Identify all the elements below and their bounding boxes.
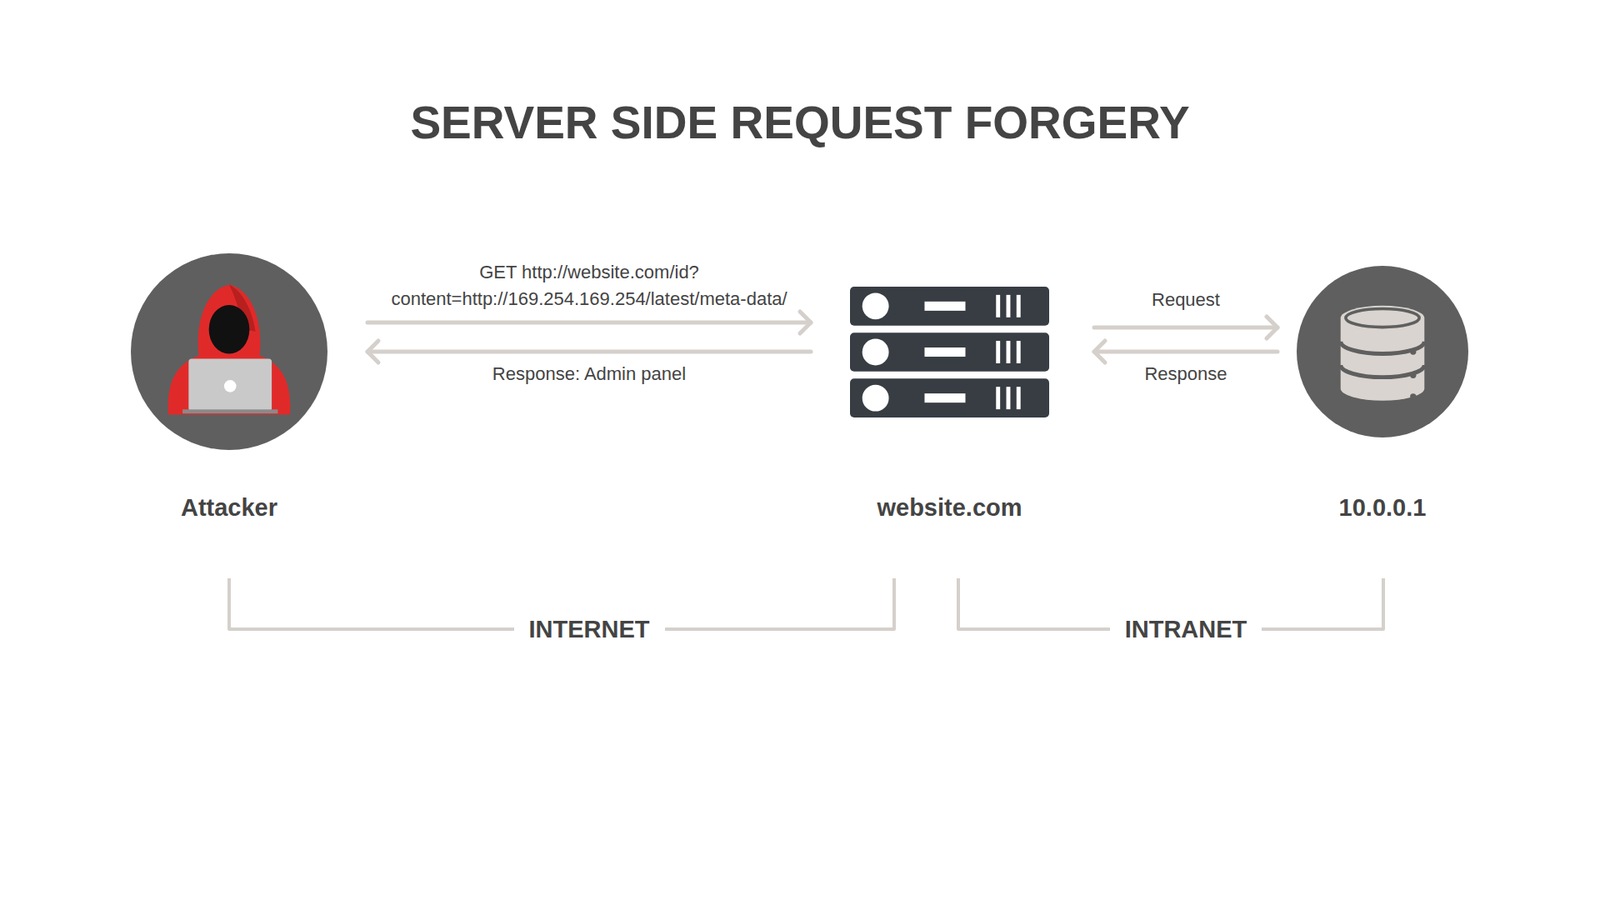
node-label: Attacker [180,494,278,522]
edge-label: Response: Admin panel [422,360,756,388]
server-icon [850,286,1050,418]
network-zone-label: INTERNET [514,615,665,644]
node-label: 10.0.0.1 [1339,494,1427,522]
edge-label: Response [1085,360,1286,388]
arrow-connector [367,311,811,334]
arrow-connector [1094,316,1278,339]
network-zone-label: INTRANET [1110,615,1263,644]
arrow-connector [1094,340,1278,363]
edge-label: GET http://website.com/id? content=http:… [343,259,835,313]
network-node: website.com [850,286,1050,418]
diagram-title: SERVER SIDE REQUEST FORGERY [0,95,1600,150]
attacker-icon [130,253,328,450]
node-label: website.com [876,494,1022,522]
arrow-connector [367,340,811,363]
network-node: 10.0.0.1 [1296,265,1469,438]
database-icon [1296,265,1469,438]
network-node: Attacker [130,253,328,450]
edge-label: Request [1085,286,1286,314]
